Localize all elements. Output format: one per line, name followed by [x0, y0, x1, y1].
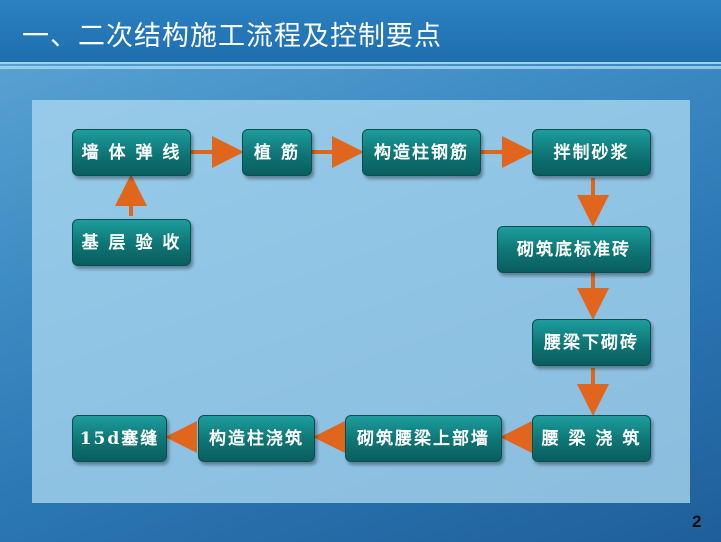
node-upper-wall: 砌筑腰梁上部墙: [345, 415, 502, 462]
node-below-beam-brick: 腰梁下砌砖: [532, 319, 651, 366]
page-number: 2: [692, 512, 702, 531]
node-joint-filling: 15d塞缝: [72, 415, 167, 462]
node-beam-pouring: 腰 梁 浇 筑: [532, 415, 651, 462]
node-base-inspection: 基 层 验 收: [72, 219, 191, 266]
slide-title: 一、二次结构施工流程及控制要点: [22, 21, 442, 52]
node-column-pouring: 构造柱浇筑: [198, 415, 315, 462]
node-column-rebar: 构造柱钢筋: [362, 129, 481, 176]
title-bar: 一、二次结构施工流程及控制要点: [0, 0, 721, 64]
node-bottom-brick: 砌筑底标准砖: [497, 226, 651, 273]
node-mix-mortar: 拌制砂浆: [532, 129, 651, 176]
title-divider: [0, 66, 721, 69]
node-wall-marking: 墙 体 弹 线: [72, 129, 191, 176]
node-rebar-planting: 植 筋: [242, 129, 312, 176]
